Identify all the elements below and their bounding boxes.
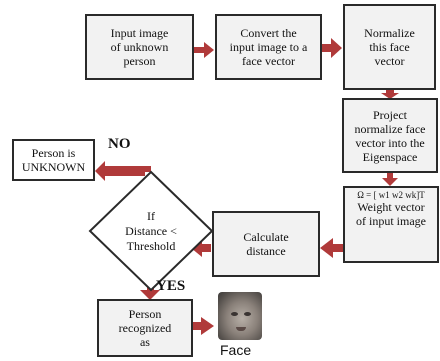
arrow-recognized-to-face bbox=[193, 317, 214, 335]
arrow-decision-to-recognized bbox=[140, 283, 160, 300]
arrow-input-to-convert bbox=[194, 42, 214, 58]
arrow-normalize-to-project bbox=[381, 88, 399, 99]
arrow-decision-to-unknown bbox=[95, 161, 151, 181]
no-label: NO bbox=[108, 136, 131, 152]
arrow-convert-to-normalize bbox=[322, 38, 342, 58]
calculate-distance-box: Calculate distance bbox=[212, 211, 320, 277]
decision-diamond bbox=[88, 170, 214, 292]
face-image bbox=[218, 292, 262, 340]
weight-vector-box: Ω = [ w1 w2 wk]T Weight vector of input … bbox=[343, 186, 439, 263]
arrow-calculate-to-decision bbox=[191, 239, 211, 257]
arrow-project-to-weight bbox=[382, 172, 398, 186]
decision-label: If Distance < Threshold bbox=[125, 208, 177, 253]
weight-formula: Ω = [ w1 w2 wk]T bbox=[357, 190, 425, 200]
arrow-weight-to-calculate bbox=[320, 238, 343, 258]
recognized-box: Person recognized as bbox=[97, 299, 193, 357]
unknown-box: Person is UNKNOWN bbox=[12, 139, 95, 181]
weight-text: Weight vector of input image bbox=[356, 200, 426, 228]
project-box: Project normalize face vector into the E… bbox=[342, 98, 438, 173]
yes-label: YES bbox=[156, 278, 186, 294]
input-image-box: Input image of unknown person bbox=[85, 14, 194, 80]
face-caption: Face bbox=[220, 342, 252, 358]
convert-box: Convert the input image to a face vector bbox=[215, 14, 322, 80]
normalize-box: Normalize this face vector bbox=[343, 4, 436, 90]
